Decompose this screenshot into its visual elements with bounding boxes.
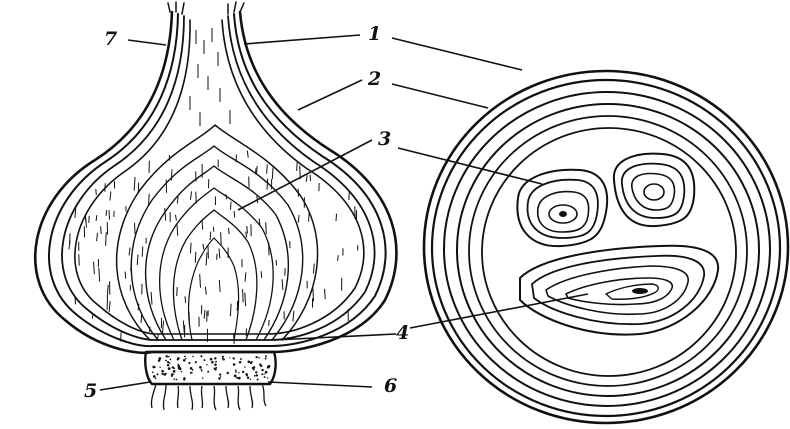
bulb-transverse-section [424,71,788,423]
label-6: 6 [384,377,397,396]
bulb-longitudinal-section [35,2,396,410]
roots [151,384,266,410]
outer-scale-layers [35,12,396,353]
inner-bud-right [614,154,694,226]
basal-plate-dots [152,355,270,381]
label-7: 7 [104,30,117,49]
label-3: 3 [378,130,391,149]
fleshy-scales [117,125,318,340]
inner-bud-lower [520,246,718,335]
concentric-scales [424,71,788,423]
label-4: 4 [396,324,409,343]
neck-tips [168,2,244,14]
basal-plate [145,352,275,384]
label-1: 1 [368,25,381,44]
label-5: 5 [84,382,97,401]
label-2: 2 [368,70,381,89]
scale-texture [69,151,358,344]
